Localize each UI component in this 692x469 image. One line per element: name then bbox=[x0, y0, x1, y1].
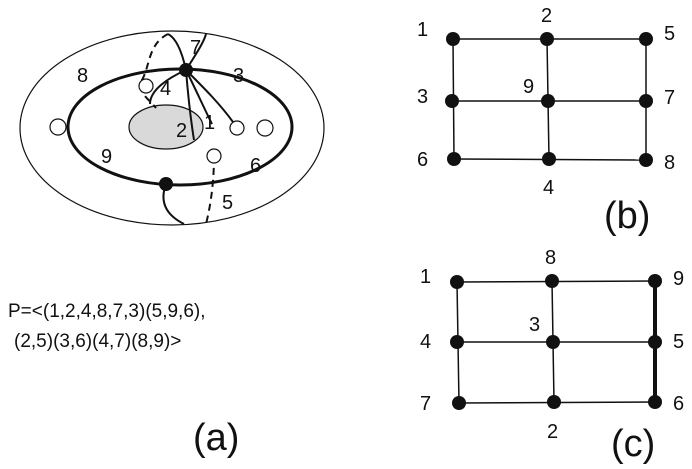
a-label-4: 4 bbox=[160, 78, 171, 100]
b-vertex-5 bbox=[639, 32, 653, 46]
b-label-5: 5 bbox=[664, 23, 675, 45]
central-hole bbox=[128, 104, 204, 150]
c-label-9: 9 bbox=[673, 268, 684, 290]
caption-a: (a) bbox=[193, 417, 239, 459]
b-label-3: 3 bbox=[417, 86, 428, 108]
a-label-8: 8 bbox=[77, 65, 88, 87]
outer-surface-ellipse bbox=[19, 30, 325, 226]
a-label-1: 1 bbox=[204, 112, 215, 134]
caption-c: (c) bbox=[611, 423, 655, 465]
hole-left bbox=[49, 118, 67, 136]
hole-inner-right bbox=[229, 120, 245, 136]
c-vertex-9 bbox=[648, 274, 662, 288]
vertex-bottom bbox=[159, 177, 173, 191]
b-label-1: 1 bbox=[417, 19, 428, 41]
panel-a: 8 7 3 4 2 1 9 6 5 P=<(1,2,4,8,7,3)(5,9,6… bbox=[8, 30, 325, 459]
panel-c-vertices bbox=[450, 274, 662, 410]
b-label-4: 4 bbox=[543, 177, 554, 199]
b-label-6: 6 bbox=[417, 149, 428, 171]
b-vertex-4 bbox=[542, 152, 556, 166]
b-label-8: 8 bbox=[664, 152, 675, 174]
hole-right bbox=[256, 119, 274, 137]
c-label-6: 6 bbox=[673, 393, 684, 415]
b-vertex-1 bbox=[446, 32, 460, 46]
b-vertex-7 bbox=[639, 94, 653, 108]
vertex-top bbox=[179, 63, 193, 77]
b-label-2: 2 bbox=[541, 5, 552, 27]
a-label-6: 6 bbox=[250, 155, 261, 177]
b-label-7: 7 bbox=[664, 87, 675, 109]
c-vertex-6 bbox=[648, 395, 662, 409]
a-label-7: 7 bbox=[190, 37, 201, 59]
c-vertex-8 bbox=[545, 274, 559, 288]
c-label-3: 3 bbox=[529, 314, 540, 336]
dashed-edge-bottom bbox=[205, 155, 215, 225]
c-vertex-1 bbox=[450, 275, 464, 289]
c-vertex-2 bbox=[547, 395, 561, 409]
b-vertex-9 bbox=[541, 94, 555, 108]
b-vertex-3 bbox=[445, 94, 459, 108]
caption-b: (b) bbox=[604, 195, 650, 237]
a-label-5: 5 bbox=[222, 192, 233, 214]
b-vertex-2 bbox=[540, 32, 554, 46]
c-label-4: 4 bbox=[420, 331, 431, 353]
a-label-3: 3 bbox=[233, 65, 244, 87]
c-vertex-4 bbox=[450, 335, 464, 349]
a-label-2: 2 bbox=[176, 120, 187, 142]
hole-lower bbox=[206, 148, 222, 164]
permutation-line-2: (2,5)(3,6)(4,7)(8,9)> bbox=[14, 331, 181, 352]
c-label-5: 5 bbox=[673, 331, 684, 353]
b-label-9: 9 bbox=[523, 76, 534, 98]
hole-inner-left bbox=[138, 78, 154, 94]
c-vertex-5 bbox=[648, 335, 662, 349]
c-vertex-7 bbox=[452, 396, 466, 410]
b-vertex-8 bbox=[639, 153, 653, 167]
panel-b-vertices bbox=[445, 32, 653, 167]
c-label-2: 2 bbox=[547, 421, 558, 443]
b-vertex-6 bbox=[447, 152, 461, 166]
c-label-7: 7 bbox=[420, 393, 431, 415]
c-vertex-3 bbox=[546, 335, 560, 349]
c-label-1: 1 bbox=[420, 266, 431, 288]
permutation-line-1: P=<(1,2,4,8,7,3)(5,9,6), bbox=[8, 301, 206, 322]
c-label-8: 8 bbox=[545, 247, 556, 269]
a-label-9: 9 bbox=[101, 146, 112, 168]
